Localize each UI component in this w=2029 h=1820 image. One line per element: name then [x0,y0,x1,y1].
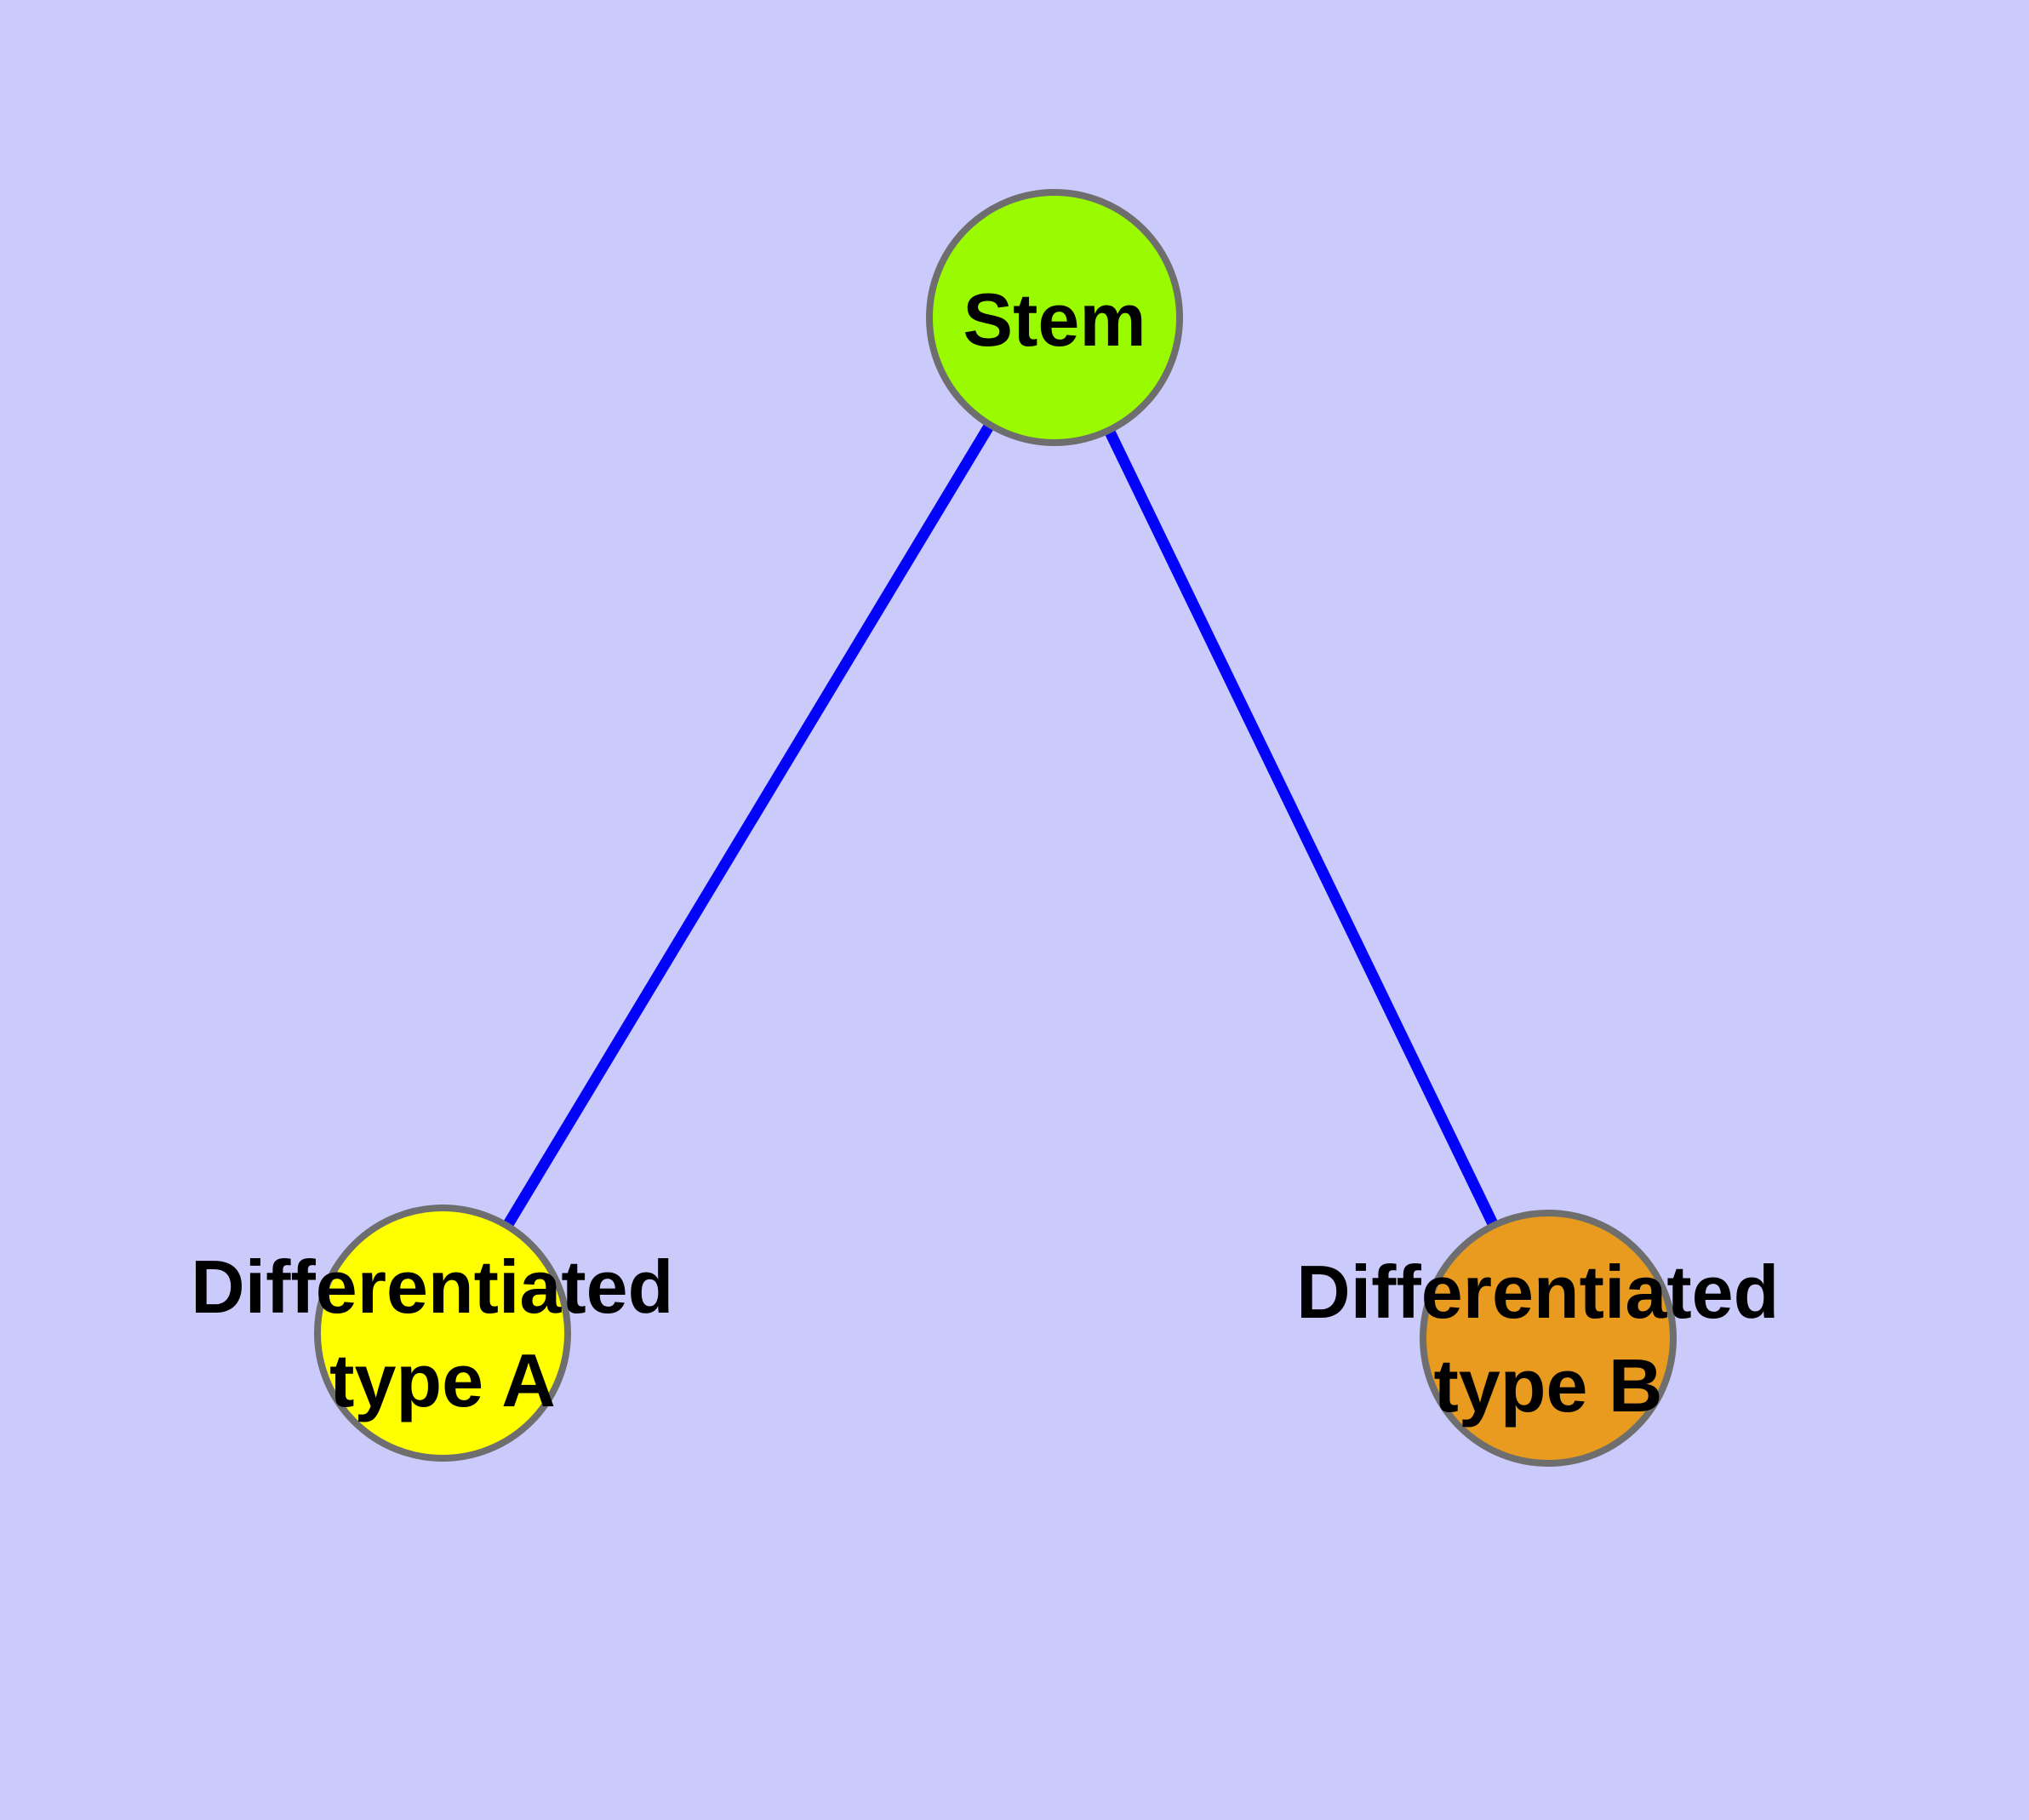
node-label-type-a-line2: type A [329,1338,556,1422]
node-differentiated-type-a [314,1205,571,1462]
edge-stem-to-type-a [437,314,1060,1336]
node-label-differentiated-type-b: Differentiated type B [1296,1250,1800,1428]
node-stem [926,189,1183,446]
node-label-type-b-line1: Differentiated [1296,1250,1779,1334]
edge-stem-to-type-b [1049,315,1553,1341]
node-differentiated-type-b [1420,1210,1677,1467]
node-label-type-b-line2: type B [1434,1343,1663,1428]
node-label-differentiated-type-a: Differentiated type A [191,1245,694,1422]
node-label-type-a-line1: Differentiated [191,1245,673,1329]
node-label-stem: Stem [963,278,1146,362]
